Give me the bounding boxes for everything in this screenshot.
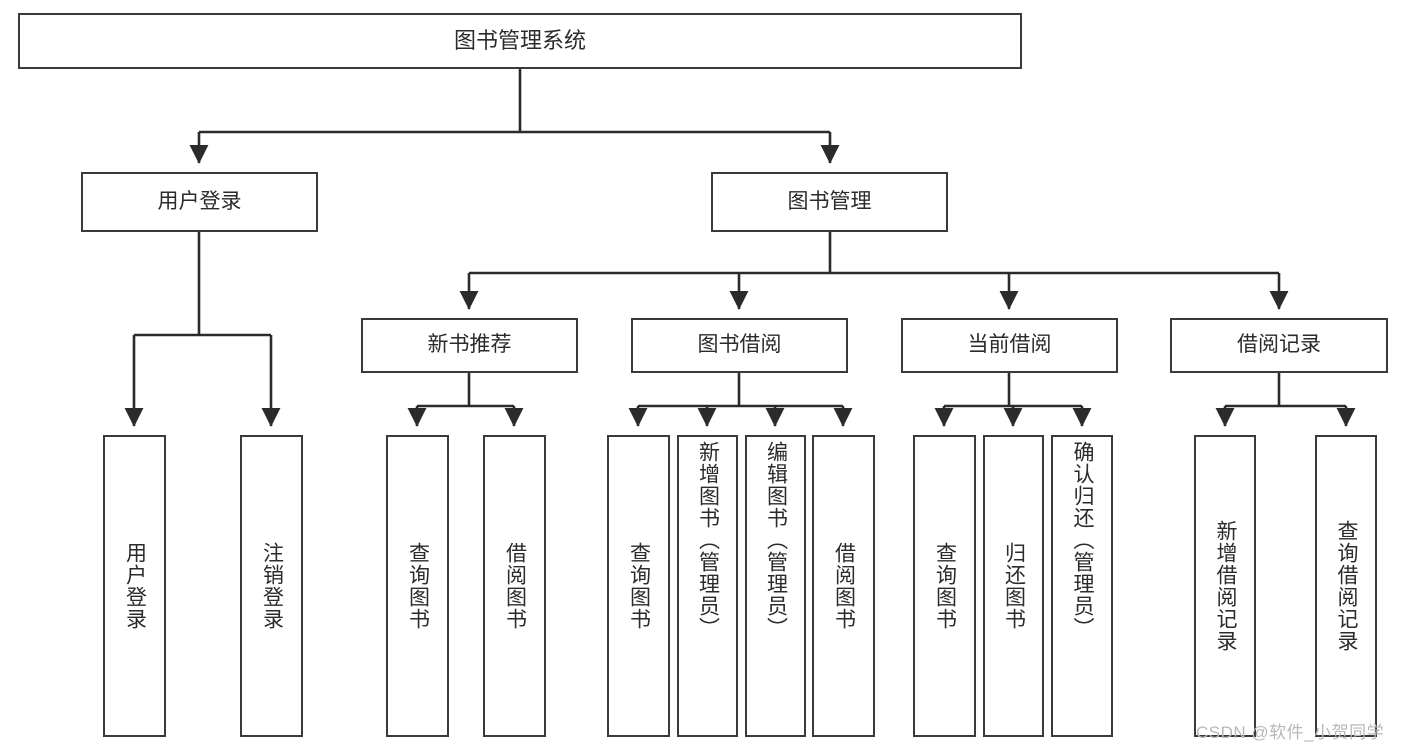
node-user-login-label: 用户登录 [157, 189, 242, 213]
node-user-login[interactable]: 用户登录 [81, 172, 318, 232]
node-leaf-return-book-label: 归还图书 [1002, 542, 1026, 630]
node-leaf-confirm-return[interactable]: 确认归还（管理员） [1051, 435, 1113, 737]
node-book-manage-label: 图书管理 [787, 189, 872, 213]
csdn-watermark: CSDN @软件_小贺同学 [1196, 723, 1385, 742]
node-book-borrow[interactable]: 图书借阅 [631, 318, 848, 373]
node-leaf-user-login[interactable]: 用户登录 [103, 435, 166, 737]
node-leaf-query-record-label: 查询借阅记录 [1335, 520, 1359, 652]
node-current-borrow[interactable]: 当前借阅 [901, 318, 1118, 373]
node-root[interactable]: 图书管理系统 [18, 13, 1022, 69]
node-book-manage[interactable]: 图书管理 [711, 172, 948, 232]
node-new-book-recommend[interactable]: 新书推荐 [361, 318, 578, 373]
node-new-book-recommend-label: 新书推荐 [427, 333, 512, 357]
node-book-borrow-label: 图书借阅 [697, 333, 782, 357]
node-leaf-borrow-book-2[interactable]: 借阅图书 [812, 435, 875, 737]
node-root-label: 图书管理系统 [453, 28, 586, 54]
node-leaf-user-logout[interactable]: 注销登录 [240, 435, 303, 737]
node-leaf-edit-book[interactable]: 编辑图书（管理员） [745, 435, 806, 737]
node-leaf-query-book-2[interactable]: 查询图书 [607, 435, 670, 737]
node-leaf-query-book-1[interactable]: 查询图书 [386, 435, 449, 737]
node-leaf-confirm-return-label: 确认归还（管理员） [1071, 441, 1095, 639]
node-leaf-edit-book-label: 编辑图书（管理员） [764, 441, 788, 639]
node-leaf-query-book-1-label: 查询图书 [406, 542, 430, 630]
node-leaf-query-record[interactable]: 查询借阅记录 [1315, 435, 1377, 737]
node-leaf-add-book-label: 新增图书（管理员） [696, 441, 720, 639]
node-borrow-record[interactable]: 借阅记录 [1170, 318, 1388, 373]
node-leaf-query-book-2-label: 查询图书 [627, 542, 651, 630]
node-leaf-add-book[interactable]: 新增图书（管理员） [677, 435, 738, 737]
node-leaf-borrow-book-2-label: 借阅图书 [832, 542, 856, 630]
node-borrow-record-label: 借阅记录 [1237, 333, 1321, 357]
node-leaf-return-book[interactable]: 归还图书 [983, 435, 1044, 737]
node-leaf-query-book-3-label: 查询图书 [933, 542, 957, 630]
node-leaf-borrow-book-1-label: 借阅图书 [503, 542, 527, 630]
node-current-borrow-label: 当前借阅 [967, 333, 1052, 357]
node-leaf-add-record-label: 新增借阅记录 [1214, 520, 1238, 652]
node-leaf-add-record[interactable]: 新增借阅记录 [1194, 435, 1256, 737]
node-leaf-borrow-book-1[interactable]: 借阅图书 [483, 435, 546, 737]
node-leaf-query-book-3[interactable]: 查询图书 [913, 435, 976, 737]
node-leaf-user-logout-label: 注销登录 [260, 542, 284, 630]
node-leaf-user-login-label: 用户登录 [123, 542, 147, 630]
